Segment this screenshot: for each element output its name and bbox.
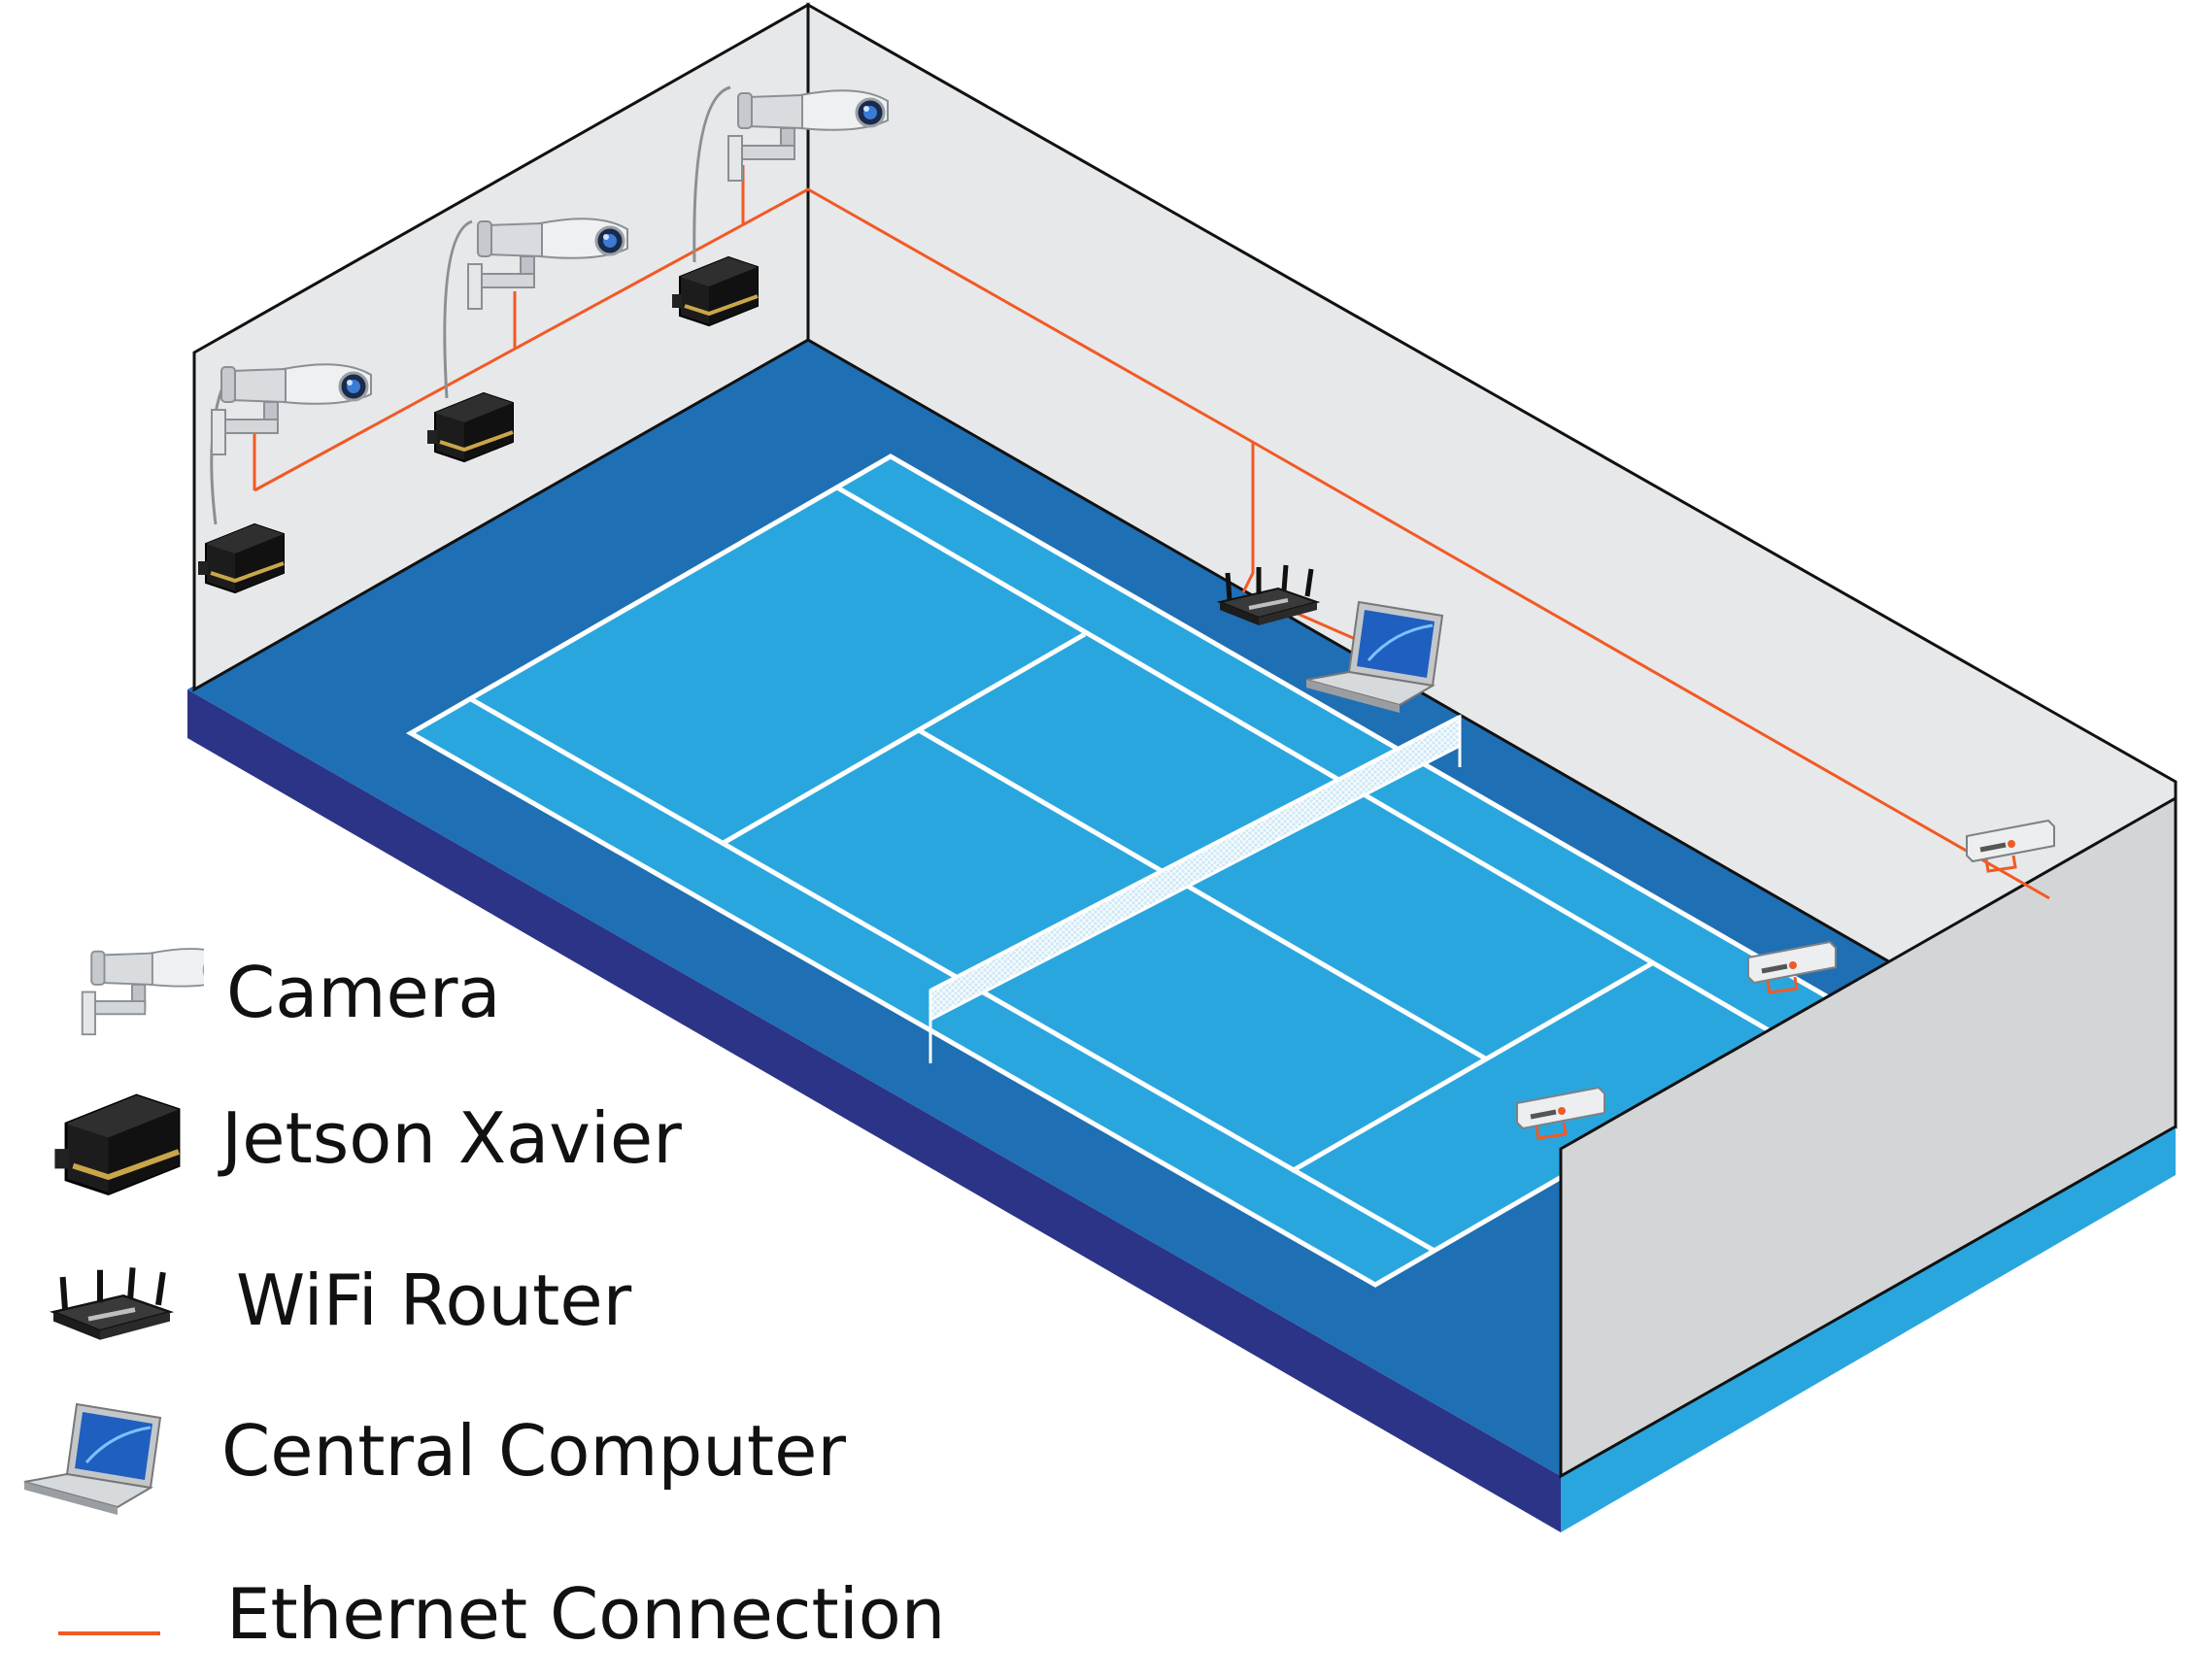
base-left-side bbox=[187, 689, 1561, 1532]
court-inner bbox=[411, 456, 1850, 1285]
base-right-side bbox=[1561, 1126, 2176, 1532]
tennis-court-diagram bbox=[187, 2, 2178, 1532]
front-right-wall bbox=[1559, 795, 2178, 1479]
